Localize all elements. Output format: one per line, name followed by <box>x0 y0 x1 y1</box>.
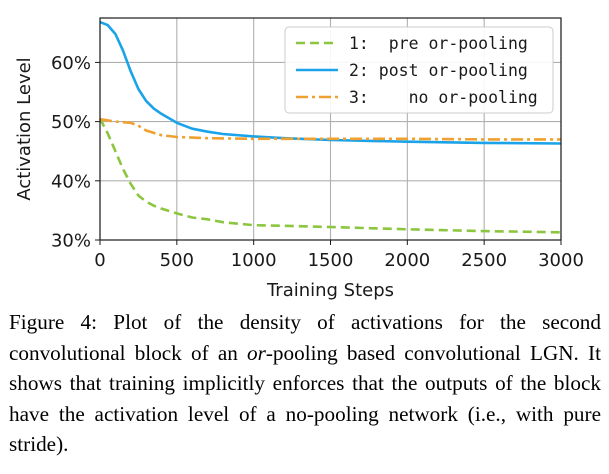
legend-label-3: 3: no or-pooling <box>349 88 538 107</box>
x-tick-label: 0 <box>94 250 105 271</box>
series-line-1 <box>98 117 562 234</box>
x-tick-label: 2000 <box>384 250 430 271</box>
figure-caption: Figure 4: Plot of the density of activat… <box>9 307 601 460</box>
x-tick-label: 3000 <box>538 250 584 271</box>
legend-label-1: 1: pre or-pooling <box>349 34 528 53</box>
caption-prefix: Figure 4: Plot of the density of activat… <box>9 310 601 365</box>
y-tick-label: 50% <box>51 112 91 133</box>
legend: 1: pre or-pooling 2: post or-pooling 3: no… <box>284 26 554 114</box>
activation-level-chart: 0 500 1000 1500 2000 2500 3000 30% 40% 50% 60% Tr… <box>14 17 584 301</box>
x-tick-label: 2500 <box>461 250 507 271</box>
series-line-3 <box>99 117 561 141</box>
y-tick-label: 30% <box>51 231 91 252</box>
caption-suffix: -pooling based convolutional LGN. It sho… <box>9 340 601 457</box>
x-tick-label: 1500 <box>308 250 354 271</box>
series-lines <box>98 20 562 234</box>
legend-label-2: 2: post or-pooling <box>349 61 528 80</box>
x-axis-ticks: 0 500 1000 1500 2000 2500 3000 <box>94 240 584 271</box>
y-axis-label: Activation Level <box>14 57 35 200</box>
x-axis-label: Training Steps <box>266 280 394 301</box>
y-tick-label: 40% <box>51 171 91 192</box>
y-axis-ticks: 30% 40% 50% 60% <box>51 53 100 252</box>
x-tick-label: 500 <box>160 250 194 271</box>
x-tick-label: 1000 <box>231 250 277 271</box>
legend-box <box>284 26 554 114</box>
y-tick-label: 60% <box>51 53 91 74</box>
caption-italic: or <box>247 340 266 365</box>
